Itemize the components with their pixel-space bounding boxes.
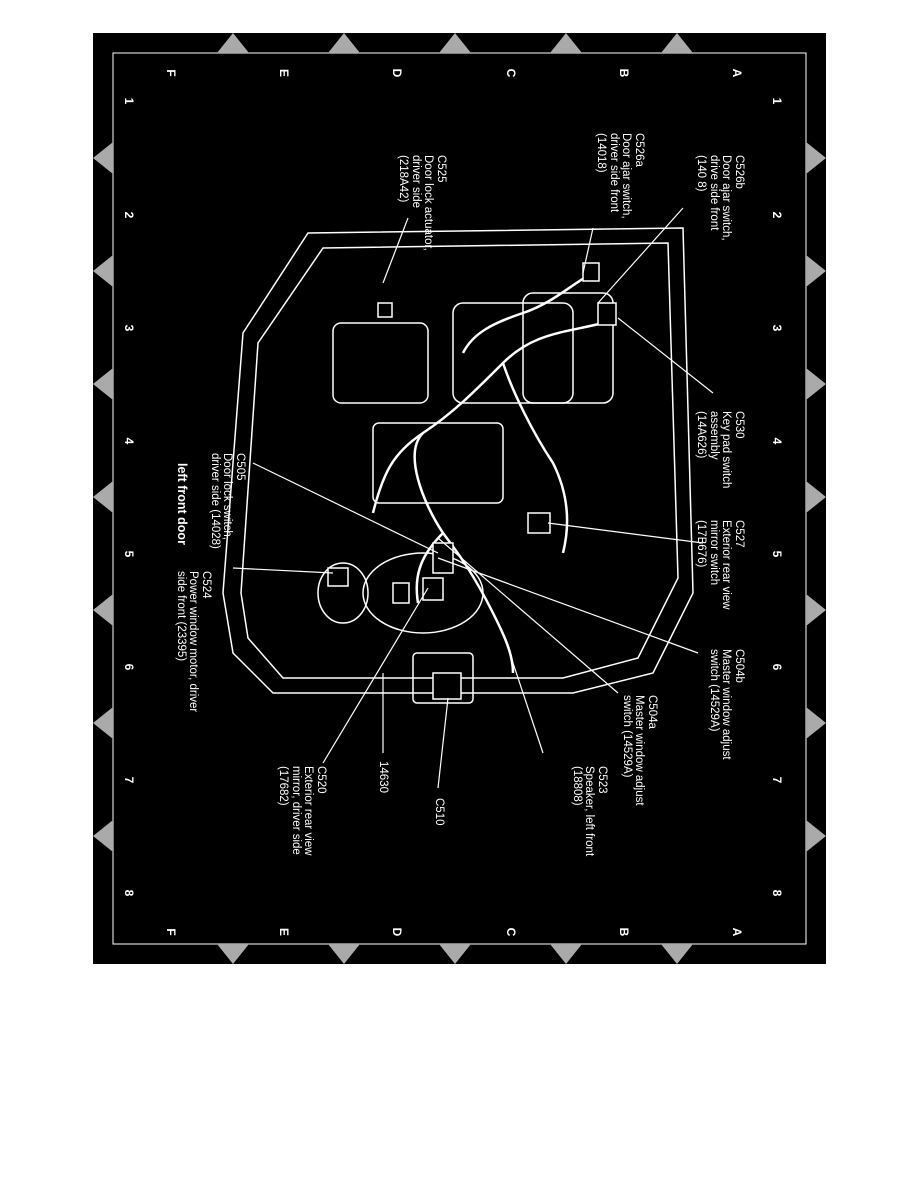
callout-c523: C523 Speaker, left front (18808): [571, 766, 608, 857]
grid-number-top: 7: [770, 776, 784, 784]
callout-c505: C505 Door lock switch, driver side (1402…: [209, 453, 246, 549]
grid-number-bottom: 4: [122, 437, 136, 445]
grid-letter-top: F: [164, 69, 178, 77]
grid-number-bottom: 2: [122, 211, 136, 219]
grid-letter-top: C: [504, 68, 518, 78]
callout-c526a: C526a Door ajar switch, driver side fron…: [595, 133, 646, 219]
edge-markers: [93, 33, 826, 964]
grid-letter-bottom: B: [617, 927, 631, 937]
grid-letter-top: B: [617, 68, 631, 78]
callout-14630: 14630: [377, 761, 389, 793]
grid-number-bottom: 1: [122, 97, 136, 105]
callout-c520: C520 Exterior rear view mirror, driver s…: [277, 766, 328, 856]
grid-letter-bottom: D: [390, 927, 404, 937]
grid-letter-bottom: C: [504, 927, 518, 937]
diagram-title: left front door: [175, 463, 189, 545]
callout-c524: C524 Power window motor, driver side fro…: [175, 571, 212, 713]
grid-number-bottom: 3: [122, 324, 136, 332]
grid-number-top: 8: [770, 889, 784, 897]
door-panel: [222, 227, 694, 704]
callout-c525: C525 Door lock actuator, driver side (21…: [397, 155, 448, 251]
callout-c504b: C504b Master window adjust switch (14529…: [708, 649, 745, 760]
grid-number-bottom: 6: [122, 663, 136, 671]
door-wiring-illustration: [93, 33, 826, 964]
callout-c527: C527 Exterior rear view mirror switch (1…: [695, 520, 746, 610]
grid-number-top: 6: [770, 663, 784, 671]
grid-letter-bottom: F: [164, 928, 178, 936]
grid-letter-top: E: [277, 68, 291, 77]
grid-number-top: 1: [770, 97, 784, 105]
wiring-diagram-frame: 1 2 3 4 5 6 7 8 1 2 3 4 5 6 7 8 A B C D …: [93, 33, 826, 964]
grid-number-top: 5: [770, 550, 784, 558]
grid-number-bottom: 7: [122, 776, 136, 784]
grid-number-bottom: 8: [122, 889, 136, 897]
wiring-harness: [371, 271, 604, 674]
callout-c504a: C504a Master window adjust switch (14529…: [621, 695, 658, 806]
grid-number-top: 4: [770, 437, 784, 445]
callout-c526b: C526b Door ajar switch, drive side front…: [695, 155, 746, 241]
grid-letter-top: A: [730, 68, 744, 78]
callout-c530: C530 Key pad switch assembly (14A626): [695, 411, 746, 489]
grid-letter-bottom: A: [730, 927, 744, 937]
grid-letter-top: D: [390, 68, 404, 78]
grid-number-bottom: 5: [122, 550, 136, 558]
callout-c510: C510: [433, 798, 445, 826]
grid-letter-bottom: E: [277, 927, 291, 936]
grid-number-top: 2: [770, 211, 784, 219]
leader-lines: [232, 207, 714, 789]
grid-number-top: 3: [770, 324, 784, 332]
